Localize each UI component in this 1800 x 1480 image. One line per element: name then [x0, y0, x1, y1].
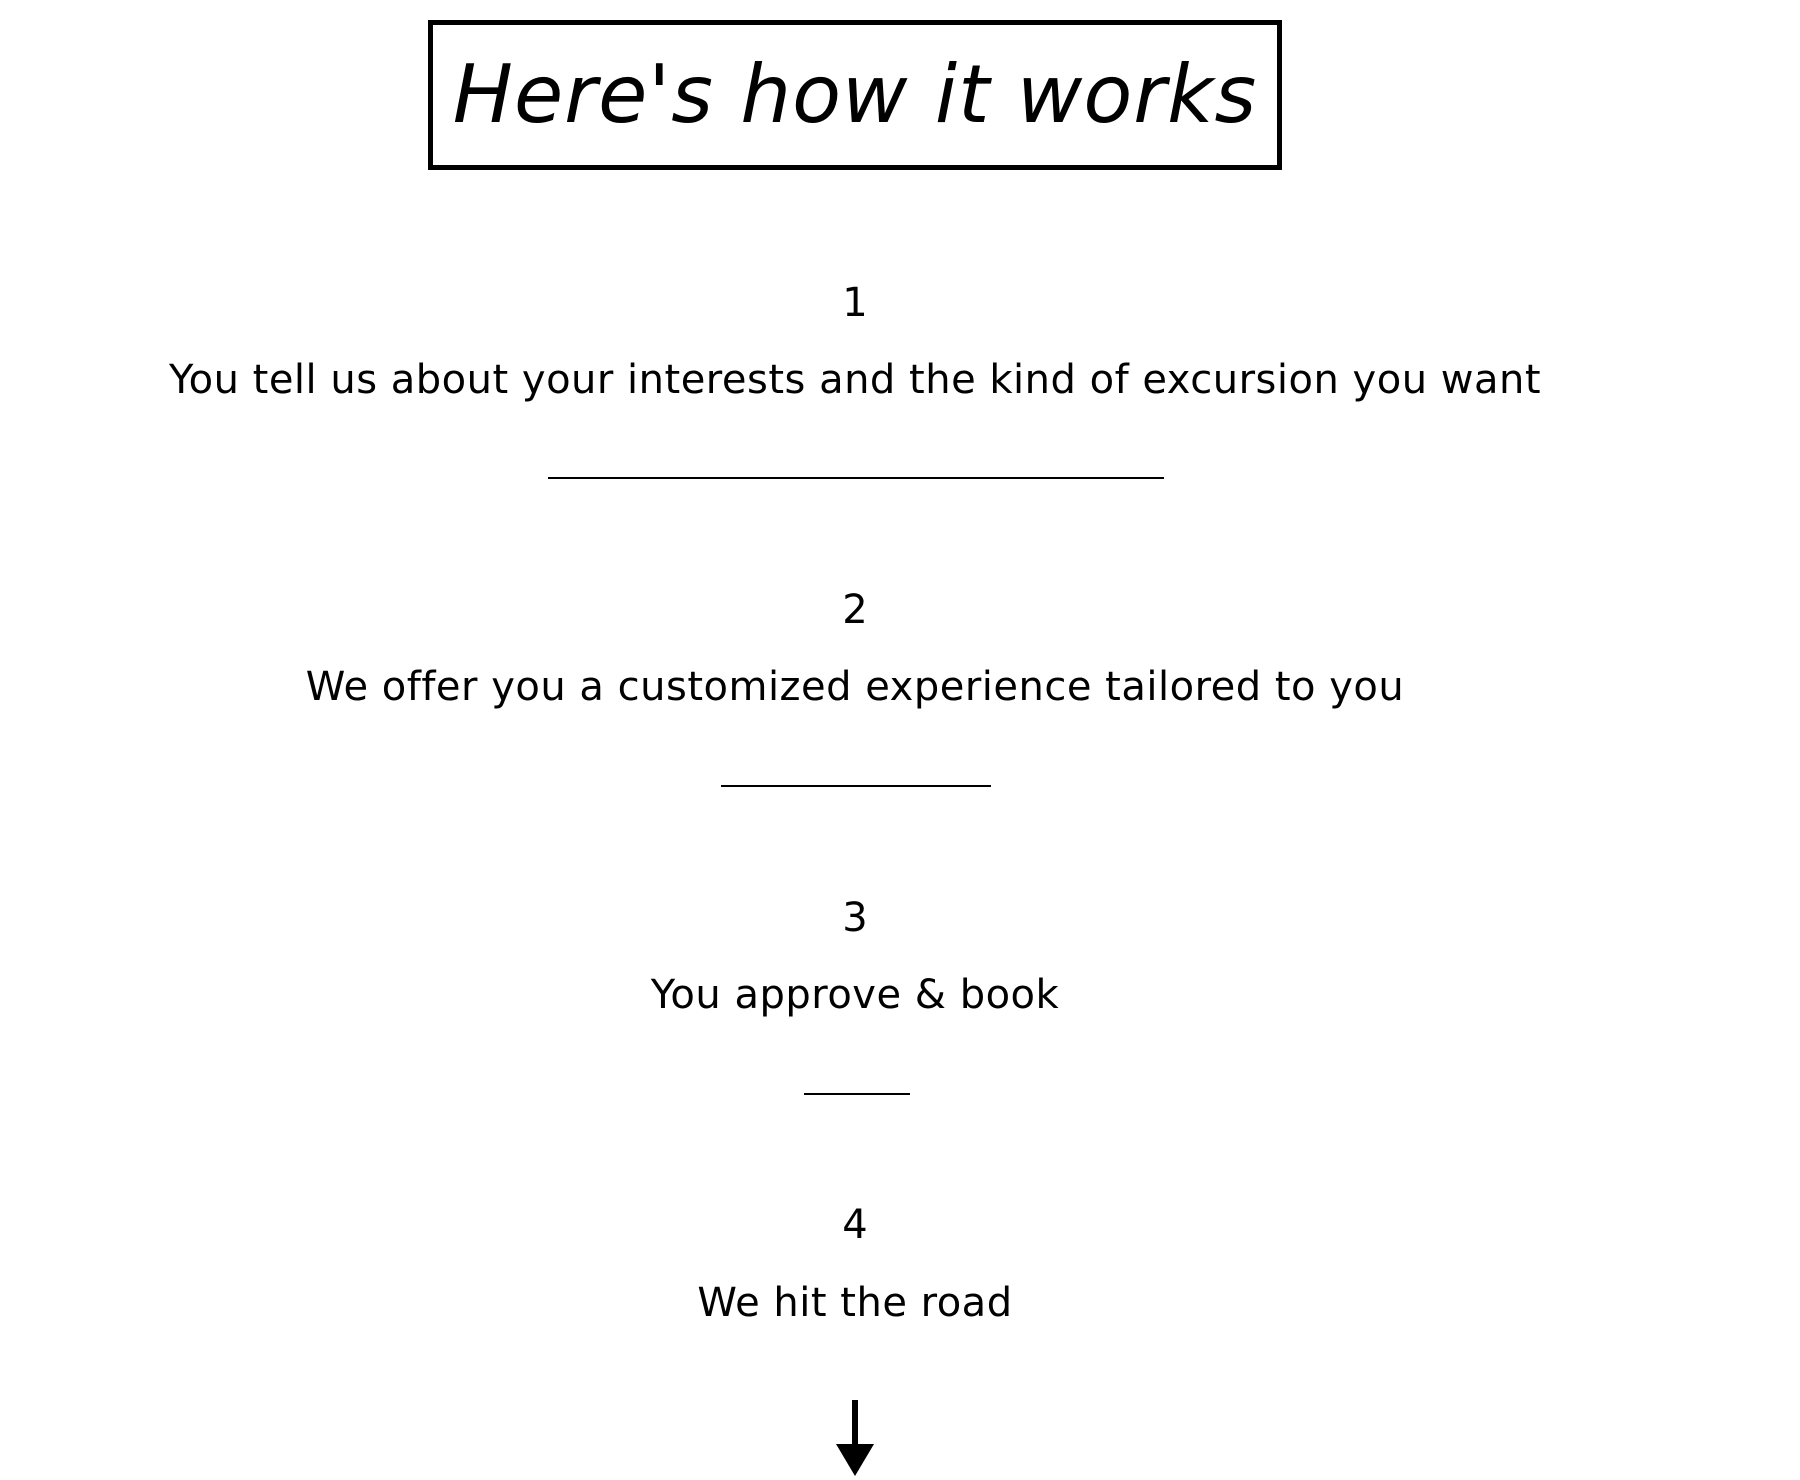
step-text-2: We offer you a customized experience tai… [305, 664, 1405, 710]
divider-3 [804, 1093, 910, 1095]
page-title: Here's how it works [452, 48, 1258, 141]
step-text-1: You tell us about your interests and the… [168, 357, 1542, 403]
how-it-works-section: Here's how it works 1 You tell us about … [168, 20, 1542, 1476]
divider-2 [721, 785, 991, 787]
arrow-down-icon[interactable] [832, 1400, 878, 1476]
divider-1 [548, 477, 1164, 479]
step-number-1: 1 [842, 280, 868, 326]
step-text-4: We hit the road [697, 1280, 1013, 1326]
heading-box: Here's how it works [428, 20, 1282, 170]
step-text-3: You approve & book [650, 972, 1060, 1018]
step-number-2: 2 [842, 587, 868, 633]
step-number-3: 3 [842, 895, 868, 941]
step-number-4: 4 [842, 1202, 868, 1248]
